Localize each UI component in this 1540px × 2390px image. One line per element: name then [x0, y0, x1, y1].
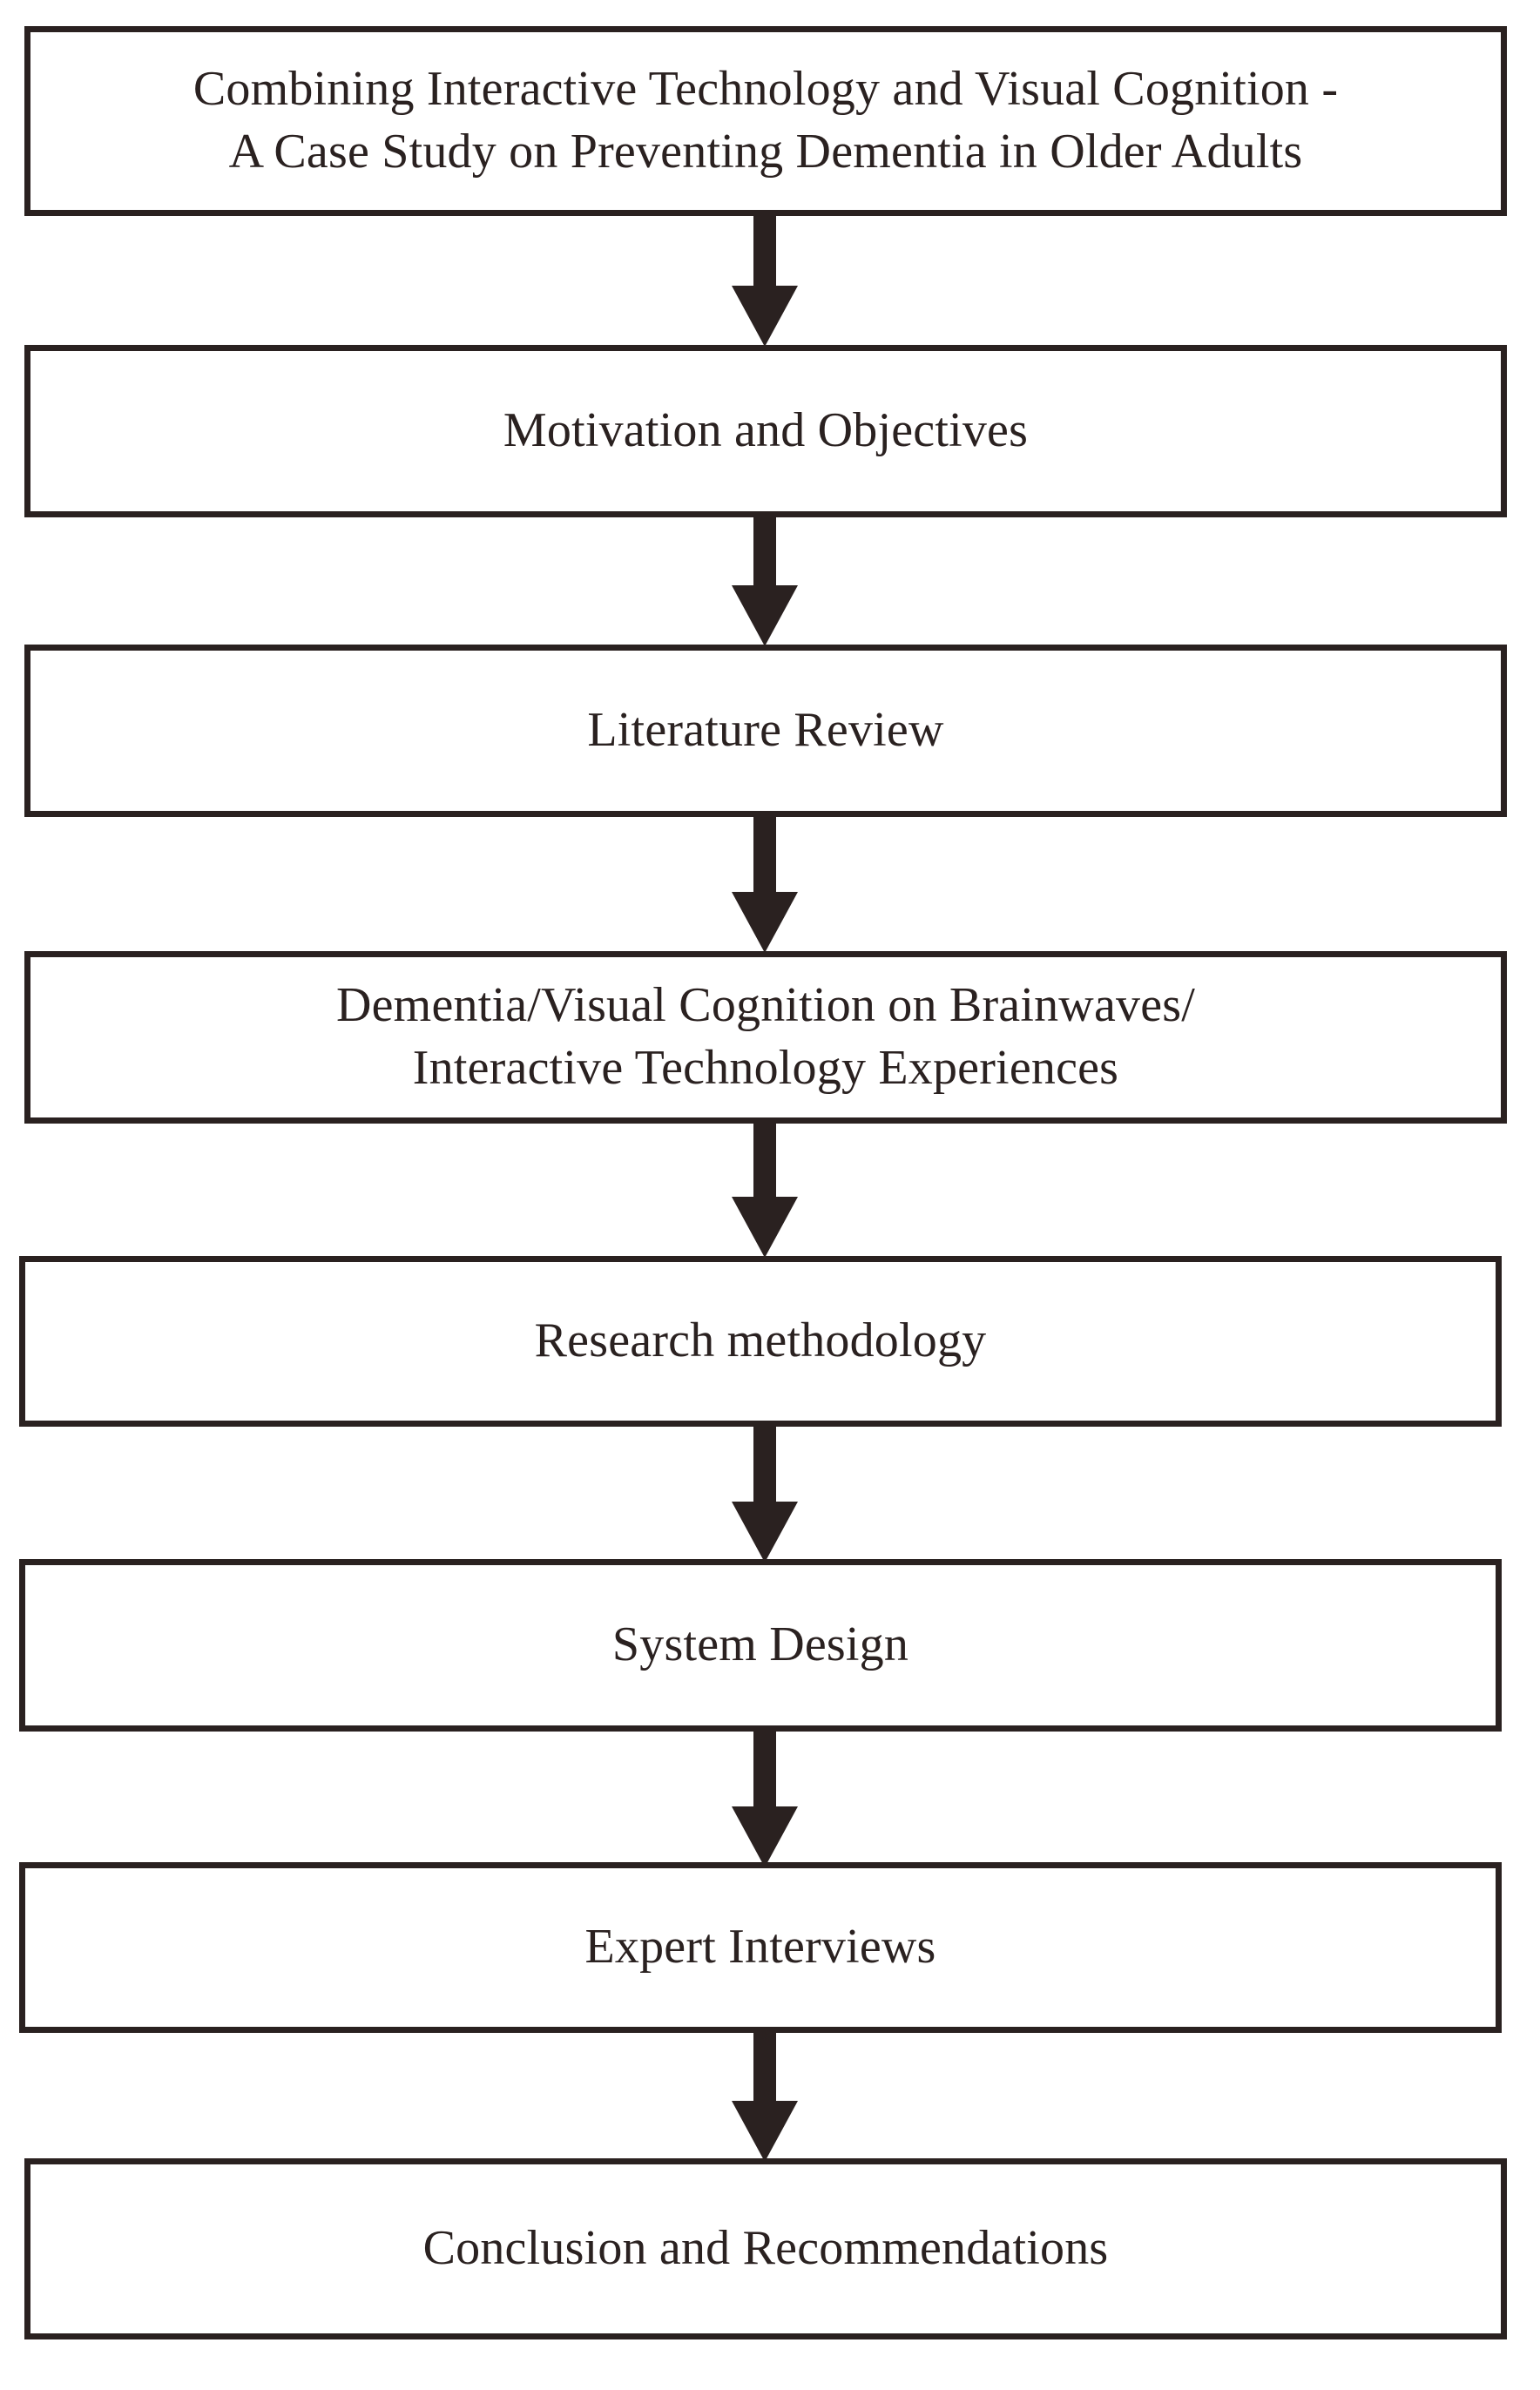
flow-node-literature-review[interactable]: Literature Review: [24, 645, 1507, 817]
flow-node-research-methodology-label: Research methodology: [534, 1313, 987, 1368]
flow-arrow-title-to-motivation: [730, 214, 800, 347]
flow-node-conclusion[interactable]: Conclusion and Recommendations: [24, 2158, 1507, 2339]
flow-node-title[interactable]: Combining Interactive Technology and Vis…: [24, 26, 1507, 216]
flow-arrow-topics-to-methodology: [730, 1122, 800, 1258]
flow-node-literature-review-label: Literature Review: [587, 703, 944, 758]
flow-node-system-design[interactable]: System Design: [19, 1559, 1502, 1732]
flow-arrow-expert-interviews-to-conclusion: [730, 2031, 800, 2162]
flow-node-motivation[interactable]: Motivation and Objectives: [24, 345, 1507, 517]
flow-arrow-system-design-to-expert-interviews: [730, 1730, 800, 1867]
flow-node-expert-interviews-label: Expert Interviews: [584, 1920, 936, 1975]
flow-node-research-methodology[interactable]: Research methodology: [19, 1256, 1502, 1427]
flow-arrow-methodology-to-system-design: [730, 1425, 800, 1563]
flow-node-topics-label: Dementia/Visual Cognition on Brainwaves/…: [335, 978, 1196, 1095]
flow-node-topics[interactable]: Dementia/Visual Cognition on Brainwaves/…: [24, 951, 1507, 1124]
flow-arrow-literature-to-topics: [730, 815, 800, 953]
flow-node-title-label: Combining Interactive Technology and Vis…: [192, 62, 1339, 179]
flow-node-system-design-label: System Design: [611, 1617, 909, 1672]
flow-node-expert-interviews[interactable]: Expert Interviews: [19, 1862, 1502, 2033]
flow-node-motivation-label: Motivation and Objectives: [503, 403, 1029, 458]
flow-node-conclusion-label: Conclusion and Recommendations: [422, 2221, 1109, 2276]
flow-arrow-motivation-to-literature: [730, 516, 800, 646]
